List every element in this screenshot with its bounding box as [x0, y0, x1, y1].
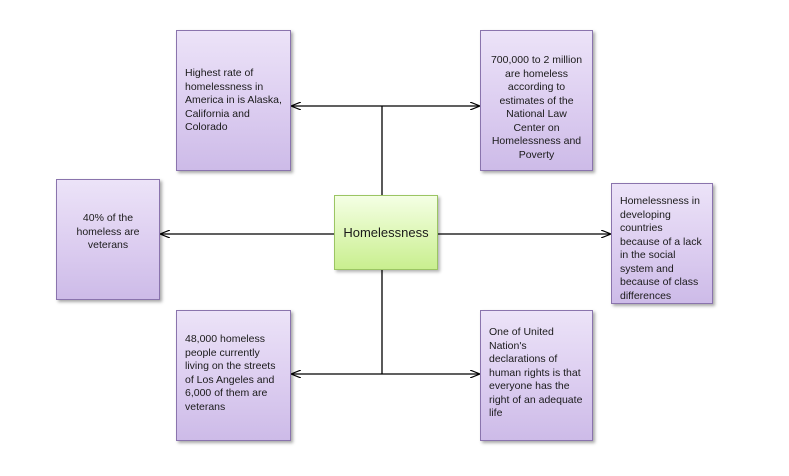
node-mid-left: 40% of the homeless are veterans [56, 179, 160, 300]
node-bottom-left-text: 48,000 homeless people currently living … [185, 333, 276, 413]
node-bottom-right: One of United Nation's declarations of h… [480, 310, 593, 441]
node-mid-left-text: 40% of the homeless are veterans [76, 212, 140, 251]
node-top-right-text: 700,000 to 2 million are homeless accord… [490, 54, 583, 161]
node-top-left: Highest rate of homelessness in America … [176, 30, 291, 171]
node-mid-right-text: Homelessness in developing countries bec… [620, 195, 702, 302]
center-node-label: Homelessness [343, 225, 429, 240]
node-bottom-right-text: One of United Nation's declarations of h… [489, 326, 583, 419]
node-mid-right: Homelessness in developing countries bec… [611, 183, 713, 304]
center-node: Homelessness [334, 195, 438, 270]
node-top-right: 700,000 to 2 million are homeless accord… [480, 30, 593, 171]
node-top-left-text: Highest rate of homelessness in America … [185, 67, 282, 133]
node-bottom-left: 48,000 homeless people currently living … [176, 310, 291, 441]
